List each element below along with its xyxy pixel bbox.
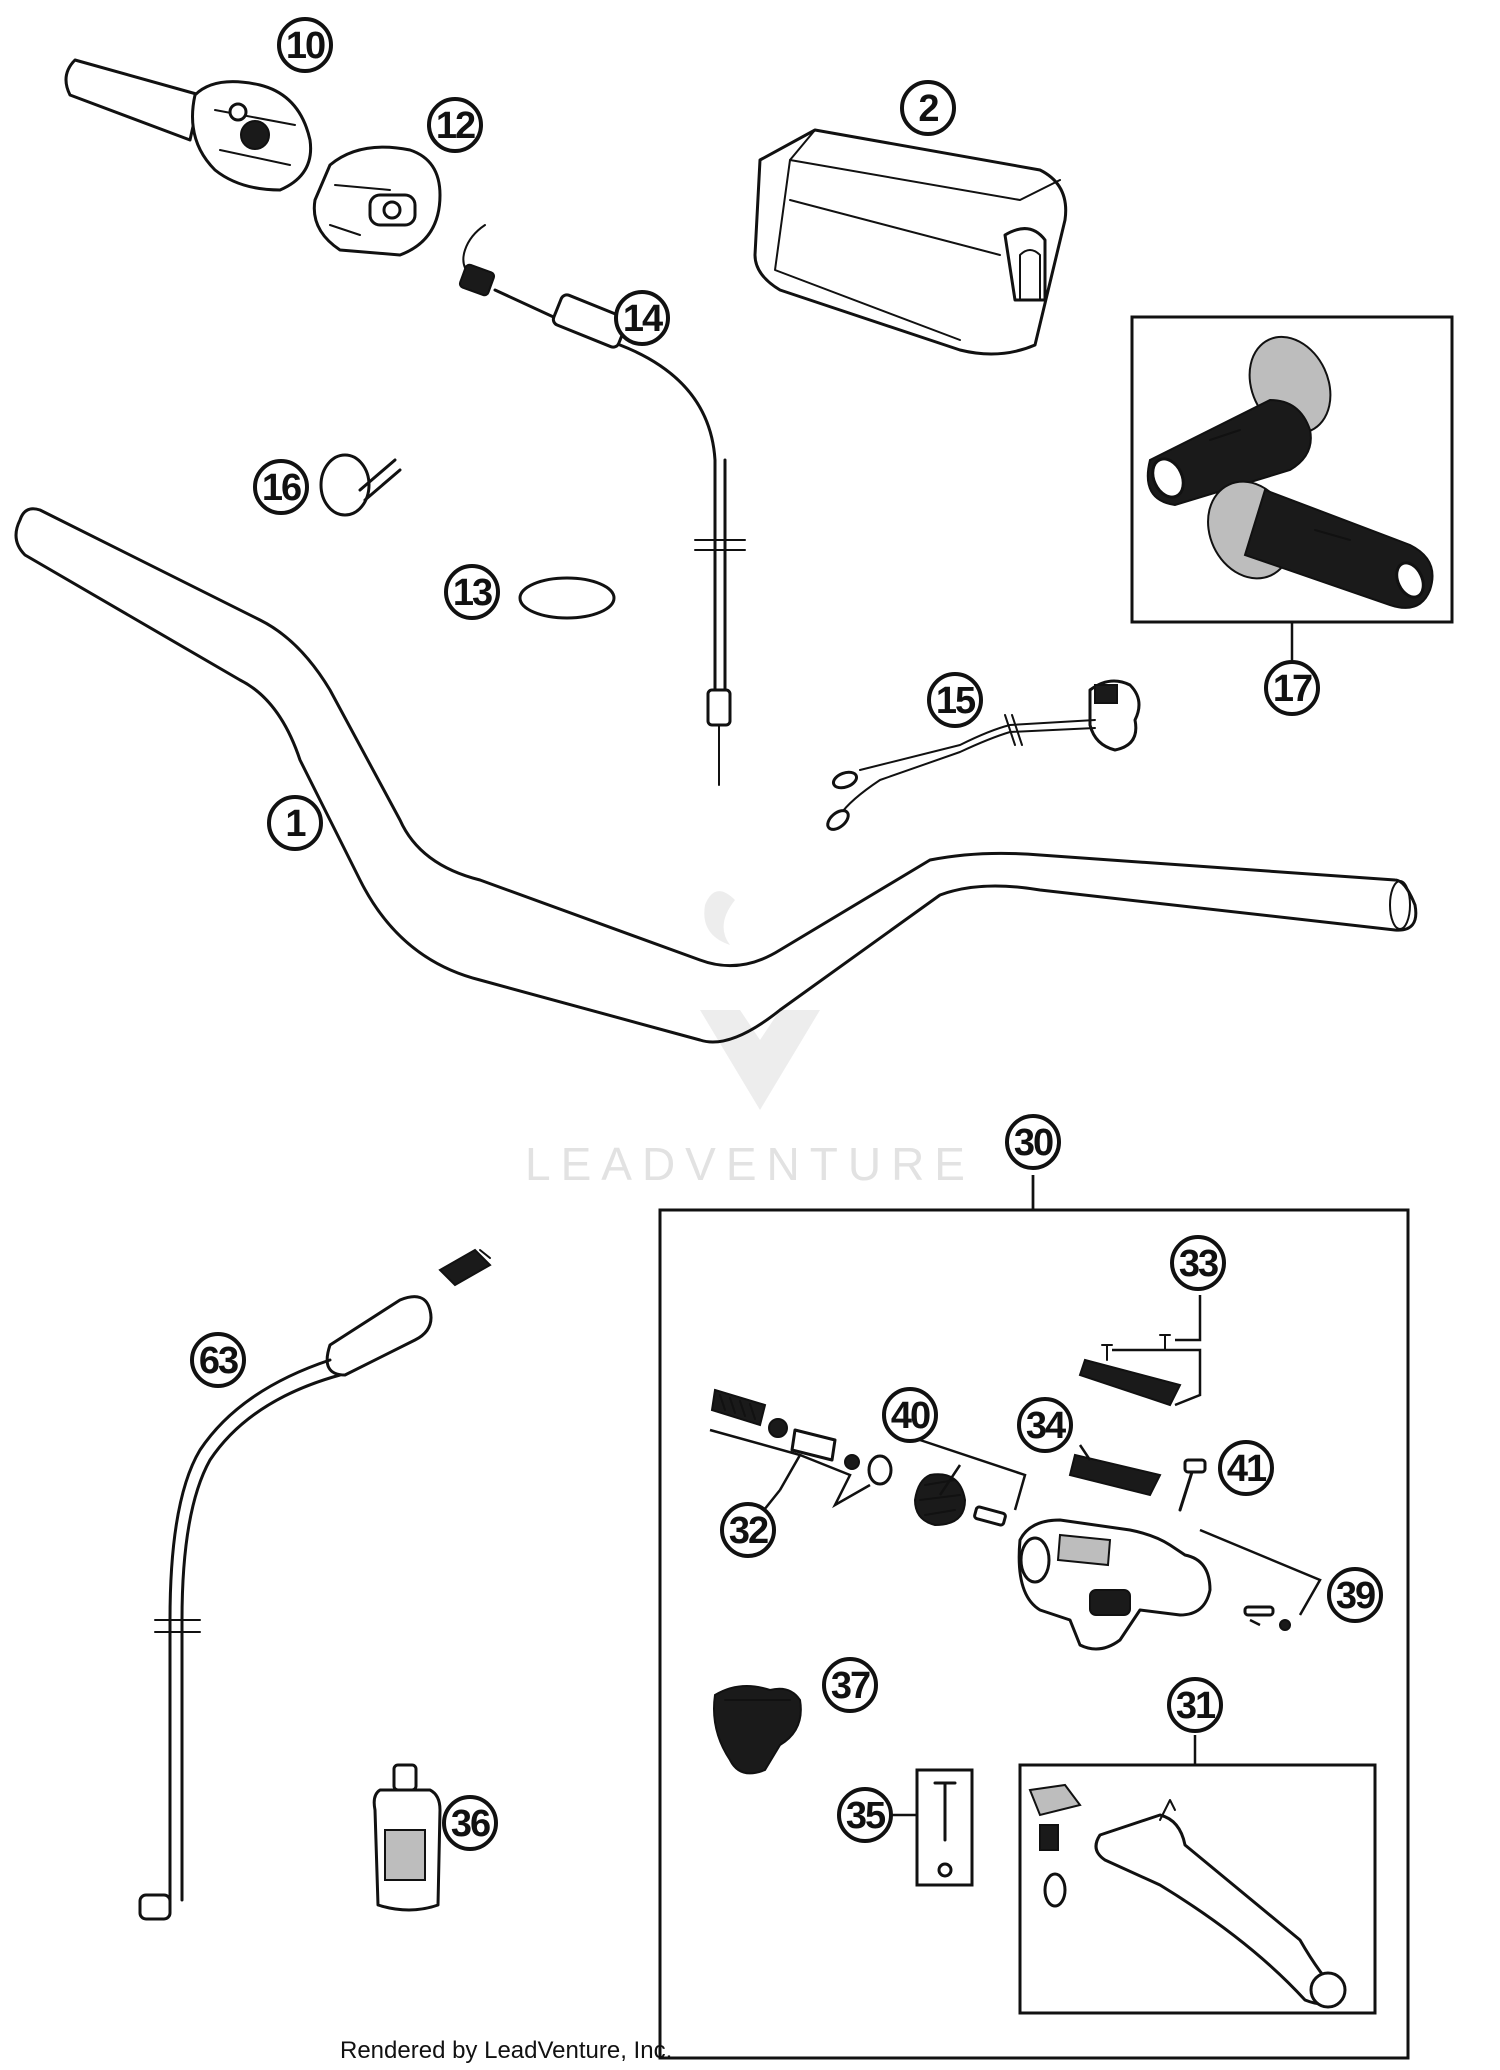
- callout-34[interactable]: 34: [1017, 1397, 1073, 1453]
- handlebar-pad-part[interactable]: [753, 128, 1068, 356]
- oil-bottle-part[interactable]: [372, 1763, 442, 1912]
- callout-label: 31: [1176, 1685, 1216, 1727]
- grips-set-part[interactable]: [1130, 315, 1454, 660]
- callout-label: 63: [199, 1340, 238, 1382]
- clutch-cable-part[interactable]: [138, 1248, 492, 1921]
- lever-housing-part[interactable]: [713, 1685, 802, 1775]
- callout-16[interactable]: 16: [253, 459, 309, 515]
- callout-label: 14: [623, 298, 663, 340]
- callout-39[interactable]: 39: [1327, 1567, 1383, 1623]
- callout-label: 12: [436, 105, 475, 147]
- callout-circle: [900, 80, 956, 136]
- callout-circle: [1264, 660, 1320, 716]
- callout-36[interactable]: 36: [442, 1795, 498, 1851]
- callout-circle: [277, 17, 333, 73]
- o-ring-part[interactable]: [518, 576, 616, 620]
- callout-circle: [927, 672, 983, 728]
- callout-circle: [427, 97, 483, 153]
- callout-2[interactable]: 2: [900, 80, 956, 136]
- diaphragm-part[interactable]: [1068, 1444, 1162, 1497]
- callout-circle: [614, 290, 670, 346]
- handlebar-part[interactable]: [14, 507, 1418, 1044]
- callout-33[interactable]: 33: [1170, 1235, 1226, 1291]
- callout-circle: [253, 459, 309, 515]
- grip-lower: [1207, 480, 1434, 609]
- callout-37[interactable]: 37: [822, 1657, 878, 1713]
- callout-label: 32: [729, 1510, 768, 1552]
- clutch-master-cylinder-assembly[interactable]: [658, 1175, 1410, 2060]
- switch-part[interactable]: [824, 679, 1141, 833]
- watermark: LEADVENTURE: [525, 891, 975, 1190]
- callout-label: 30: [1014, 1122, 1053, 1164]
- callout-1[interactable]: 1: [267, 795, 323, 851]
- callout-label: 13: [453, 572, 492, 614]
- callout-30[interactable]: 30: [1005, 1114, 1061, 1170]
- callout-circle: [442, 1795, 498, 1851]
- callout-circle: [1167, 1677, 1223, 1733]
- callout-40[interactable]: 40: [882, 1387, 938, 1443]
- master-cylinder-body-part[interactable]: [1017, 1518, 1322, 1651]
- screw-part[interactable]: [1178, 1458, 1207, 1512]
- callout-label: 1: [285, 803, 306, 845]
- callout-32[interactable]: 32: [720, 1502, 776, 1558]
- throttle-housing-part[interactable]: [312, 145, 442, 257]
- callout-label: 2: [918, 88, 938, 130]
- callout-circle: [1017, 1397, 1073, 1453]
- callout-circle: [444, 564, 500, 620]
- lever-set-part[interactable]: [1018, 1735, 1377, 2015]
- watermark-flame-icon: [704, 891, 735, 945]
- callout-label: 36: [451, 1803, 490, 1845]
- callout-circle: [1170, 1235, 1226, 1291]
- callout-circle: [1327, 1567, 1383, 1623]
- callout-label: 10: [286, 25, 325, 67]
- callout-label: 35: [846, 1795, 886, 1837]
- reservoir-cover-part[interactable]: [1078, 1295, 1202, 1407]
- callout-41[interactable]: 41: [1218, 1440, 1274, 1496]
- callout-circle: [882, 1387, 938, 1443]
- callout-circle: [837, 1787, 893, 1843]
- callout-label: 15: [936, 680, 976, 722]
- watermark-brand: LEADVENTURE: [525, 1138, 975, 1190]
- cable-tie-part[interactable]: [319, 453, 402, 517]
- watermark-logo-icon: [700, 1010, 820, 1110]
- piston-kit-part[interactable]: [709, 1388, 893, 1516]
- callout-label: 33: [1179, 1243, 1218, 1285]
- callout-label: 39: [1336, 1575, 1375, 1617]
- bellows-part[interactable]: [913, 1438, 1027, 1527]
- callout-13[interactable]: 13: [444, 564, 500, 620]
- callout-31[interactable]: 31: [1167, 1677, 1223, 1733]
- grip-upper: [1146, 335, 1332, 507]
- callout-label: 40: [891, 1395, 930, 1437]
- callout-35[interactable]: 35: [837, 1787, 893, 1843]
- throttle-cable-part[interactable]: [458, 224, 746, 786]
- callout-circle: [1218, 1440, 1274, 1496]
- callout-circle: [720, 1502, 776, 1558]
- callout-label: 41: [1227, 1448, 1267, 1490]
- callout-label: 34: [1026, 1405, 1066, 1447]
- callout-12[interactable]: 12: [427, 97, 483, 153]
- callout-circle: [267, 795, 323, 851]
- callout-circle: [822, 1657, 878, 1713]
- callout-10[interactable]: 10: [277, 17, 333, 73]
- callout-14[interactable]: 14: [614, 290, 670, 346]
- callout-circle: [190, 1332, 246, 1388]
- footer-credit: Rendered by LeadVenture, Inc.: [340, 2037, 672, 2064]
- callout-circle: [1005, 1114, 1061, 1170]
- callout-15[interactable]: 15: [927, 672, 983, 728]
- callout-17[interactable]: 17: [1264, 660, 1320, 716]
- throttle-grip-part[interactable]: [64, 58, 313, 192]
- callout-label: 17: [1273, 668, 1312, 710]
- callout-label: 16: [262, 467, 301, 509]
- callout-label: 37: [831, 1665, 870, 1707]
- bolt-set-part[interactable]: [880, 1768, 974, 1887]
- callout-63[interactable]: 63: [190, 1332, 246, 1388]
